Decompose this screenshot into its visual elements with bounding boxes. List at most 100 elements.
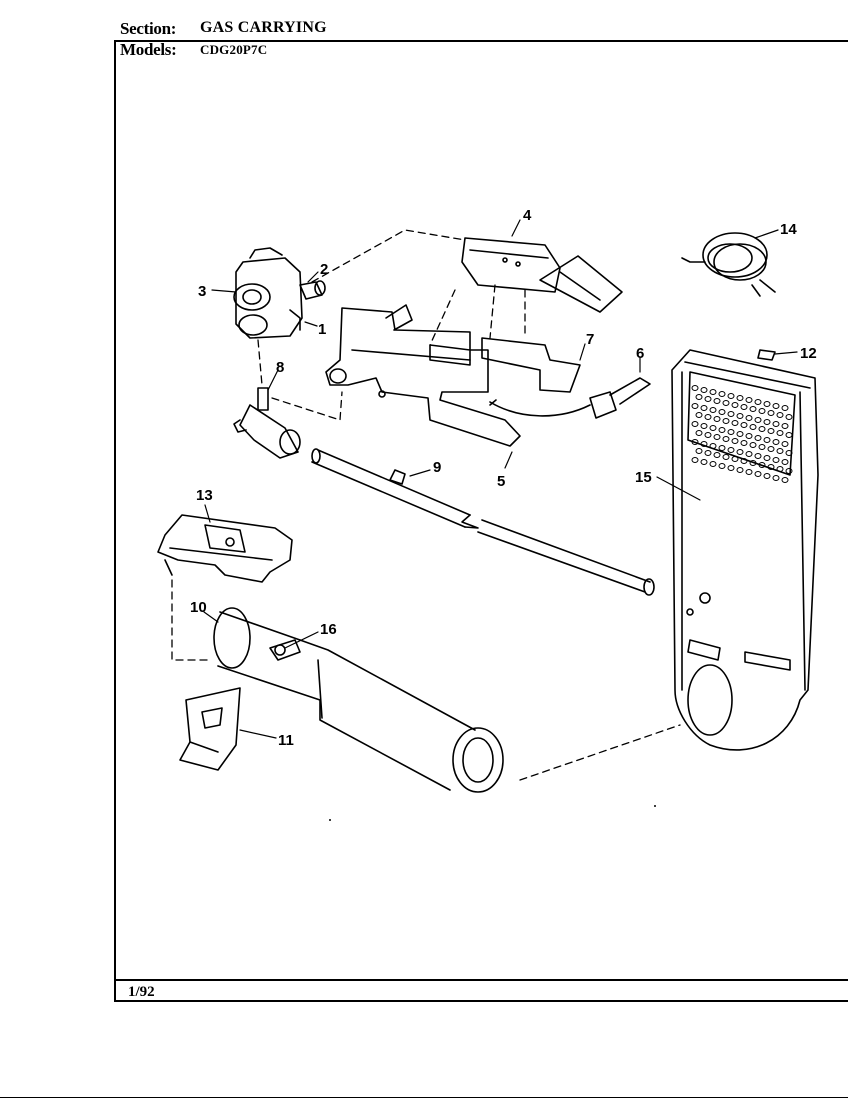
gas-pipe (311, 448, 655, 596)
burner-bracket (461, 237, 623, 313)
perforation-hole (722, 454, 730, 460)
perforation-hole (718, 463, 726, 469)
perforation-hole (709, 407, 717, 413)
perforation-hole (700, 405, 708, 411)
perforation-hole (700, 459, 708, 465)
models-label: Models: (120, 40, 177, 59)
perforation-hole (709, 443, 717, 449)
perforation-hole (731, 456, 739, 462)
page-bottom-rule (0, 1097, 848, 1098)
perforation-hole (695, 448, 703, 454)
perforation-hole (722, 436, 730, 442)
perforation-hole (772, 439, 780, 445)
perforation-hole (727, 393, 735, 399)
perforation-hole (758, 462, 766, 468)
callout-12: 12 (800, 345, 817, 362)
perforation-hole (695, 412, 703, 418)
perforation-hole (740, 404, 748, 410)
perforation-hole (763, 437, 771, 443)
perforation-hole (763, 419, 771, 425)
perforation-hole (704, 396, 712, 402)
perforation-hole (767, 464, 775, 470)
perforation-hole (776, 412, 784, 418)
perforation-hole (745, 415, 753, 421)
perforation-hole (731, 420, 739, 426)
perforation-hole (781, 405, 789, 411)
perforation-hole (740, 422, 748, 428)
perforation-hole (763, 473, 771, 479)
callout-11: 11 (278, 732, 294, 749)
perforation-hole (772, 475, 780, 481)
perforation-hole (749, 442, 757, 448)
footer-rule (114, 979, 848, 981)
perforation-hole (763, 401, 771, 407)
leader-lines (203, 219, 798, 739)
perforation-hole (722, 418, 730, 424)
perforation-hole (713, 434, 721, 440)
perforation-hole (709, 425, 717, 431)
perforation-hole (727, 429, 735, 435)
stray-mark (654, 805, 656, 807)
perforation-hole (704, 414, 712, 420)
footer-date: 1/92 (128, 984, 155, 1000)
perforation-hole (731, 402, 739, 408)
perforation-hole (700, 387, 708, 393)
sensor-plate (429, 337, 581, 393)
perforation-hole (781, 459, 789, 465)
perforation-hole (709, 389, 717, 395)
perforation-hole (758, 426, 766, 432)
perforation-hole (767, 410, 775, 416)
perforation-hole (713, 416, 721, 422)
perforation-hole (727, 465, 735, 471)
section-label: Section: (120, 19, 177, 38)
perforation-hole (736, 413, 744, 419)
mounting-bracket (325, 304, 521, 447)
perforation-hole (727, 411, 735, 417)
perforation-hole (740, 440, 748, 446)
perforation-hole (691, 421, 699, 427)
perforation-hole (749, 424, 757, 430)
callout-3: 3 (198, 283, 206, 300)
callout-1: 1 (318, 321, 326, 338)
perforation-hole (731, 438, 739, 444)
callout-13: 13 (196, 487, 213, 504)
valve-fitting (233, 387, 301, 459)
perforation-hole (772, 403, 780, 409)
perforation-hole (781, 477, 789, 483)
perforation-hole (718, 427, 726, 433)
perforation-hole (736, 449, 744, 455)
perforation-hole (745, 451, 753, 457)
callout-numbers: 1 2 3 4 5 6 7 8 9 10 11 12 13 14 15 16 (190, 207, 817, 749)
gas-valve (233, 247, 326, 339)
callout-8: 8 (276, 359, 284, 376)
callout-7: 7 (586, 331, 594, 348)
perforation-hole (695, 394, 703, 400)
perforation-hole (767, 428, 775, 434)
models-value: CDG20P7C (200, 42, 268, 57)
perforation-hole (700, 441, 708, 447)
callout-10: 10 (190, 599, 207, 616)
perforation-hole (736, 467, 744, 473)
perforation-hole (745, 397, 753, 403)
callout-16: 16 (320, 621, 337, 638)
perforation-hole (785, 414, 793, 420)
perforation-hole (781, 441, 789, 447)
perforation-hole (718, 391, 726, 397)
perforation-hole (704, 432, 712, 438)
support-bracket (179, 687, 241, 771)
perforation-hole (749, 406, 757, 412)
callout-6: 6 (636, 345, 644, 362)
perforation-hole (754, 417, 762, 423)
perforation-hole (758, 444, 766, 450)
combustion-chamber (213, 607, 504, 793)
callout-9: 9 (433, 459, 441, 476)
perforation-hole (691, 385, 699, 391)
section-value: GAS CARRYING (200, 19, 327, 36)
perforation-hole (776, 466, 784, 472)
perforation-hole (709, 461, 717, 467)
perforation-hole (727, 447, 735, 453)
perforation-hole (736, 431, 744, 437)
perforation-hole (736, 395, 744, 401)
perforation-hole (691, 457, 699, 463)
